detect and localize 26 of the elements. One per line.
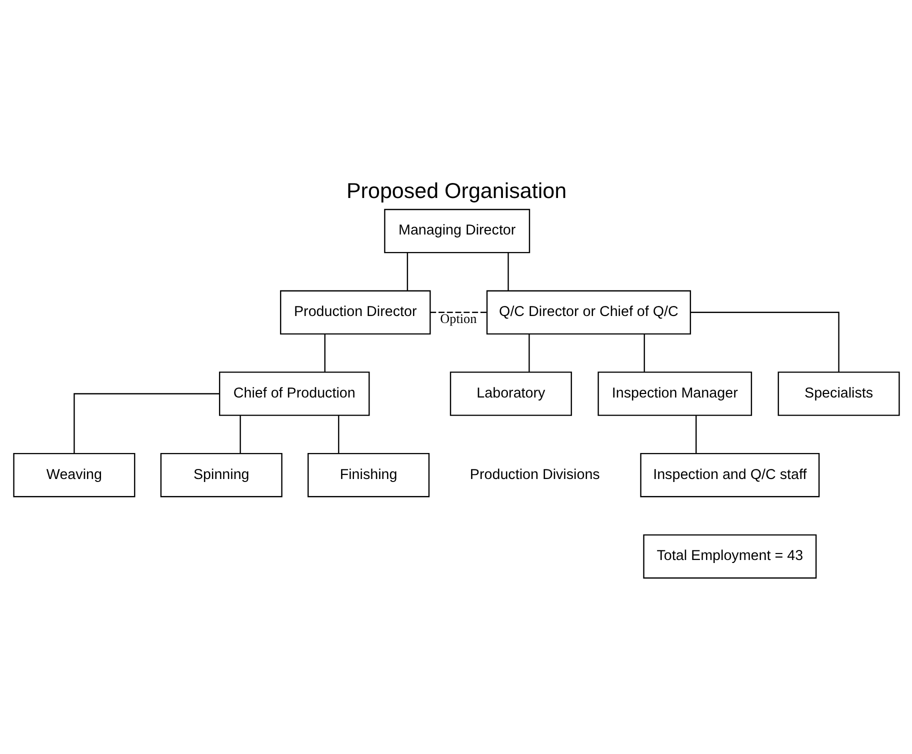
connector: [324, 334, 325, 372]
connector: [73, 393, 220, 454]
connector: [695, 416, 696, 454]
connector: [528, 334, 530, 372]
connector: [643, 334, 644, 372]
connector: [406, 252, 408, 291]
node-box: Total Employment = 43: [642, 534, 816, 579]
edge-label: Option: [440, 310, 476, 326]
node-box: Production Director: [280, 290, 430, 335]
node-box: Laboratory: [449, 372, 572, 416]
node-box: Q/C Director or Chief of Q/C: [486, 290, 691, 335]
node-box: Managing Director: [384, 208, 530, 254]
node-box: Inspection Manager: [597, 372, 752, 416]
node-box: Weaving: [12, 452, 135, 498]
node-box: Spinning: [160, 452, 282, 498]
connector: [338, 416, 339, 454]
label: Production Divisions: [469, 466, 600, 483]
connector: [430, 312, 486, 313]
diagram-title: Proposed Organisation: [346, 179, 566, 203]
connector: [690, 312, 839, 372]
node-box: Inspection and Q/C staff: [640, 452, 820, 498]
node-box: Finishing: [307, 452, 430, 498]
node-box: Specialists: [777, 372, 900, 416]
connector: [239, 416, 240, 454]
node-box: Chief of Production: [218, 372, 370, 416]
connector: [507, 252, 508, 291]
